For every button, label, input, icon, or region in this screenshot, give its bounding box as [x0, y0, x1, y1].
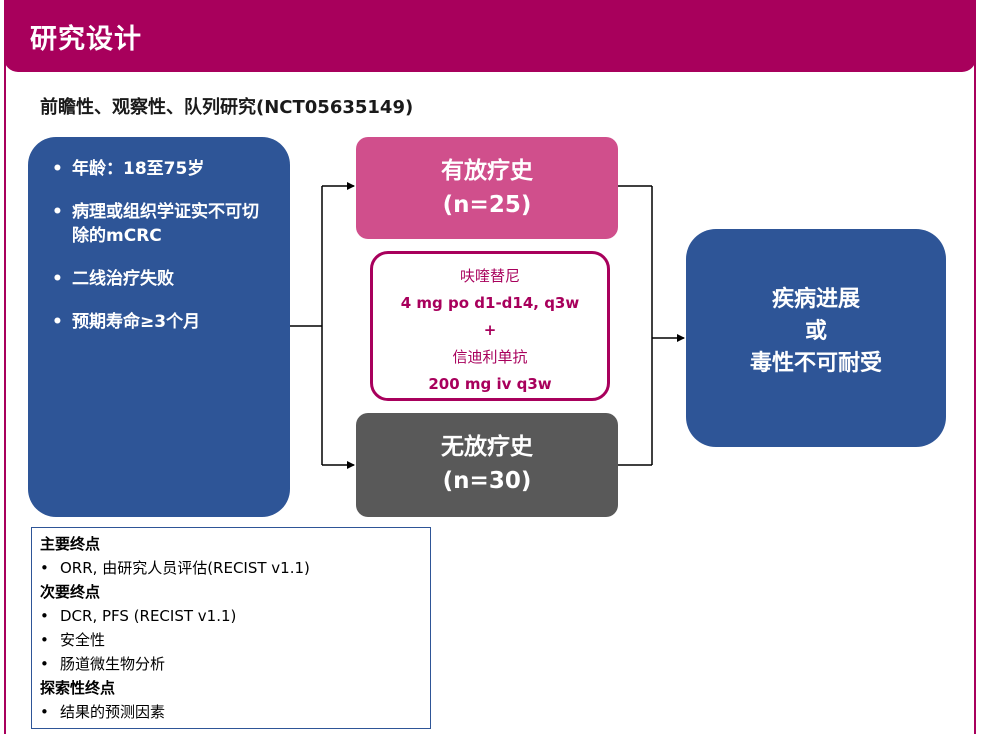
- slide-frame: [4, 0, 976, 734]
- criteria-item: • 年龄：18至75岁: [52, 157, 272, 181]
- endpoint-item: • DCR, PFS (RECIST v1.1): [40, 604, 422, 628]
- arm-label: 有放疗史: [441, 158, 533, 184]
- endpoint-item: • ORR, 由研究人员评估(RECIST v1.1): [40, 556, 422, 580]
- bullet-icon: •: [52, 269, 63, 289]
- header-bar: 研究设计: [4, 0, 976, 72]
- plus-sign: +: [483, 321, 497, 339]
- arm-with-radiotherapy: 有放疗史 (n=25): [356, 137, 618, 239]
- criteria-text: 病理或组织学证实不可切除的mCRC: [72, 202, 259, 246]
- endpoint-item: • 结果的预测因素: [40, 700, 422, 724]
- drug1-dose: 4 mg po d1-d14, q3w: [400, 294, 580, 312]
- study-type-subtitle: 前瞻性、观察性、队列研究(NCT05635149): [40, 97, 414, 118]
- drug2-name: 信迪利单抗: [452, 348, 528, 366]
- exploratory-endpoint-heading: 探索性终点: [40, 679, 116, 697]
- endpoint-text: 安全性: [60, 631, 106, 649]
- drug2-dose: 200 mg iv q3w: [428, 375, 552, 393]
- endpoint-item: • 安全性: [40, 628, 422, 652]
- criteria-item: • 二线治疗失败: [52, 267, 272, 291]
- outcome-line: 或: [804, 319, 827, 344]
- bullet-icon: •: [40, 703, 49, 721]
- arm-count: (n=30): [442, 468, 532, 494]
- primary-endpoint-heading: 主要终点: [40, 535, 101, 553]
- bullet-icon: •: [52, 202, 63, 222]
- criteria-item: • 预期寿命≥3个月: [52, 310, 272, 334]
- outcome-line: 疾病进展: [771, 287, 860, 312]
- endpoint-text: 肠道微生物分析: [60, 655, 166, 673]
- criteria-text: 二线治疗失败: [72, 269, 174, 289]
- bullet-icon: •: [40, 631, 49, 649]
- slide-title: 研究设计: [30, 24, 142, 55]
- criteria-item: • 病理或组织学证实不可切除的mCRC: [52, 200, 272, 248]
- drug1-name: 呋喹替尼: [459, 267, 520, 285]
- outcome-box: 疾病进展 或 毒性不可耐受: [686, 229, 946, 447]
- bullet-icon: •: [52, 312, 63, 332]
- endpoint-item: • 肠道微生物分析: [40, 652, 422, 676]
- criteria-text: 预期寿命≥3个月: [72, 312, 201, 332]
- arm-without-radiotherapy: 无放疗史 (n=30): [356, 413, 618, 517]
- endpoint-text: DCR, PFS (RECIST v1.1): [60, 607, 237, 625]
- bullet-icon: •: [40, 655, 49, 673]
- arm-count: (n=25): [442, 192, 532, 218]
- bullet-icon: •: [52, 159, 63, 179]
- endpoints-box: 主要终点 • ORR, 由研究人员评估(RECIST v1.1) 次要终点 • …: [31, 527, 431, 729]
- endpoint-text: ORR, 由研究人员评估(RECIST v1.1): [60, 559, 310, 577]
- secondary-endpoint-heading: 次要终点: [40, 583, 101, 601]
- bullet-icon: •: [40, 607, 49, 625]
- treatment-box: 呋喹替尼 4 mg po d1-d14, q3w + 信迪利单抗 200 mg …: [370, 251, 610, 401]
- inclusion-criteria-box: • 年龄：18至75岁 • 病理或组织学证实不可切除的mCRC • 二线治疗失败…: [28, 137, 290, 517]
- bullet-icon: •: [40, 559, 49, 577]
- arm-label: 无放疗史: [441, 434, 533, 460]
- endpoint-text: 结果的预测因素: [60, 703, 166, 721]
- criteria-text: 年龄：18至75岁: [72, 159, 205, 179]
- outcome-line: 毒性不可耐受: [749, 351, 882, 376]
